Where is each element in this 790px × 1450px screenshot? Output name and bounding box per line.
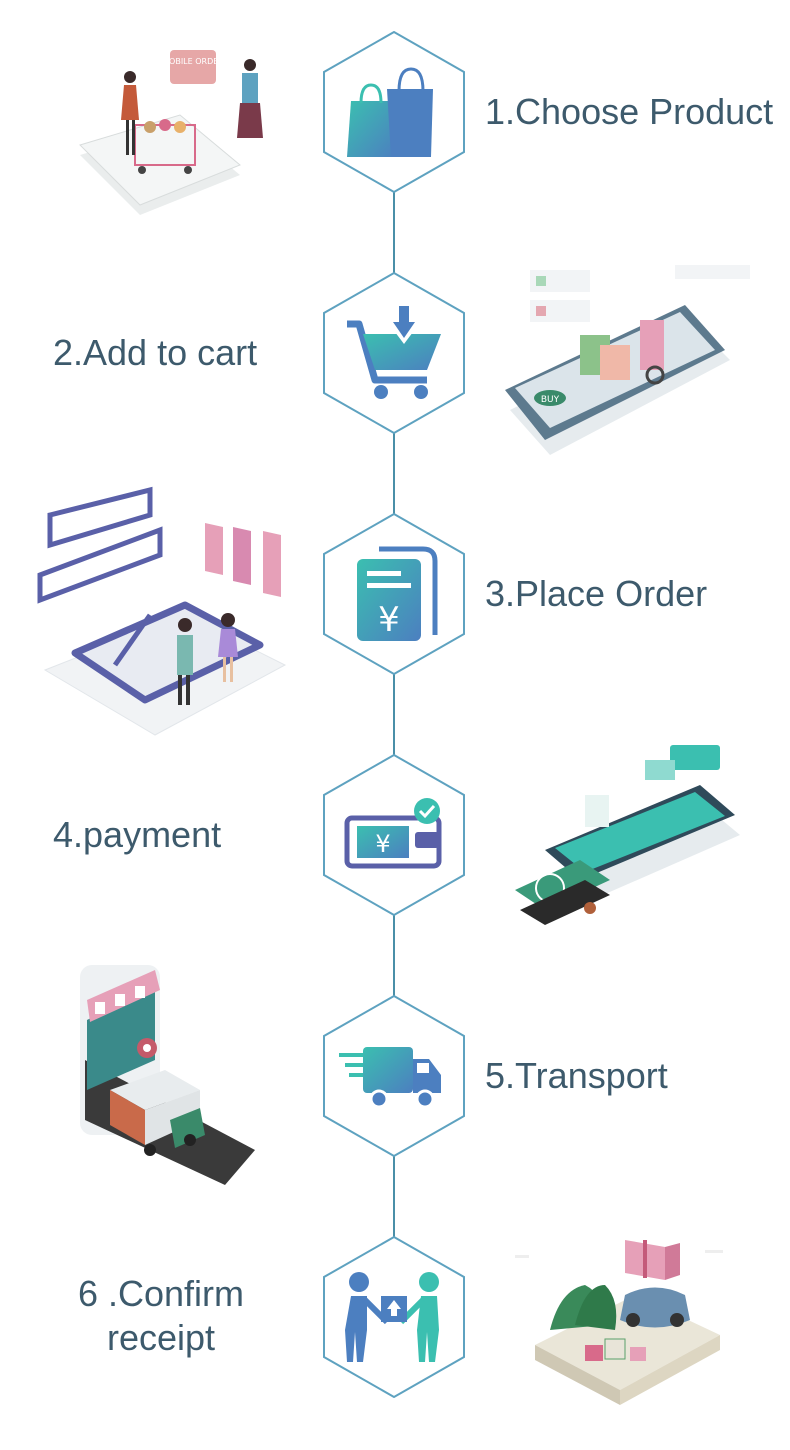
step-1-hexagon bbox=[323, 30, 465, 194]
mobile-order-shopping-illustration: MOBILE ORDER bbox=[70, 45, 270, 235]
gift-delivery-illustration bbox=[505, 1235, 740, 1415]
yen-card-payment-icon: ¥ bbox=[344, 798, 442, 869]
buy-badge: BUY bbox=[541, 395, 560, 405]
svg-text:¥: ¥ bbox=[375, 830, 390, 858]
delivery-truck-icon bbox=[339, 1047, 441, 1109]
step-6-hexagon bbox=[323, 1235, 465, 1399]
step-6-label: 6 .Confirm receipt bbox=[58, 1272, 264, 1360]
handover-package-icon bbox=[345, 1272, 439, 1362]
yen-document-icon: ¥ bbox=[357, 546, 438, 641]
step-2-label: 2.Add to cart bbox=[53, 332, 258, 373]
shopping-bags-icon bbox=[347, 67, 433, 157]
delivery-road-illustration bbox=[75, 960, 265, 1195]
step-1-label: 1.Choose Product bbox=[485, 91, 774, 132]
place-order-screen-illustration bbox=[35, 485, 295, 740]
step-6-label-line-2: receipt bbox=[106, 1317, 216, 1358]
step-2-hexagon bbox=[323, 271, 465, 435]
step-3-label: 3.Place Order bbox=[485, 573, 708, 614]
step-3-hexagon: ¥ bbox=[323, 512, 465, 676]
step-4-hexagon: ¥ bbox=[323, 753, 465, 917]
mobile-order-sign: MOBILE ORDER bbox=[162, 57, 224, 66]
add-to-cart-icon bbox=[347, 306, 441, 399]
svg-text:¥: ¥ bbox=[378, 600, 400, 640]
step-4-label: 4.payment bbox=[53, 814, 222, 855]
card-payment-phone-illustration bbox=[510, 740, 750, 930]
step-6-label-line-1: 6 .Confirm bbox=[77, 1273, 245, 1314]
step-5-hexagon bbox=[323, 994, 465, 1158]
phone-shopping-illustration: BUY bbox=[500, 250, 760, 465]
step-5-label: 5.Transport bbox=[485, 1055, 668, 1096]
